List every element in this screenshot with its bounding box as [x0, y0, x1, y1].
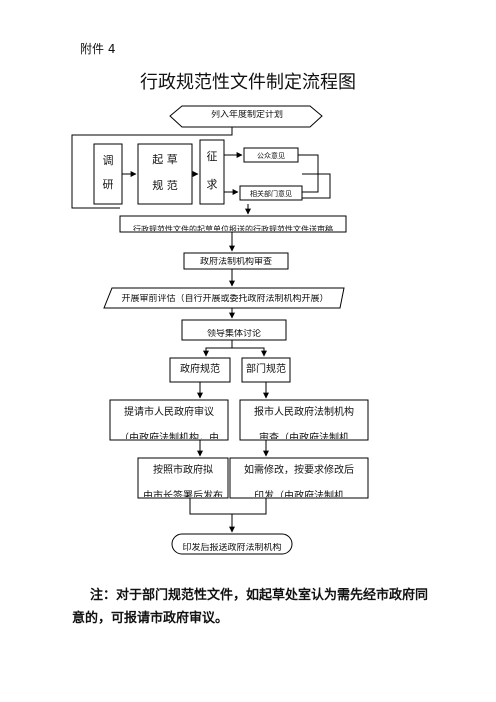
submit-gov-box: [109, 399, 229, 441]
gov-issue-label-1: 按照市政府拟: [153, 465, 213, 476]
collective-box: [181, 319, 287, 341]
revise-label-2: 印发（由政府法制机: [254, 491, 344, 497]
solicit-label-1: 征: [206, 150, 218, 163]
dept-opinion-label: 相关部门意见: [250, 190, 292, 198]
submit-gov-label-2: （由政府法制机构，由: [119, 433, 219, 439]
submit-legal-agency-label-2: 审查（由政府法制机: [259, 433, 349, 439]
gov-rule-label: 政府规范: [180, 364, 220, 375]
loop-frame: [71, 127, 233, 209]
record-box: [171, 533, 293, 555]
draft-label-2: 规 范: [152, 180, 178, 192]
submit-legal-box: [119, 215, 347, 233]
submit-legal-label: 行政规范性文件的起草单位报送的行政规范性文件送审稿: [133, 225, 333, 231]
research-label-2: 研: [102, 178, 114, 191]
dept-opinion-box: [239, 185, 303, 201]
public-opinion-label: 公众意见: [257, 152, 285, 160]
draft-box: [137, 143, 193, 205]
solicit-box: [199, 139, 225, 205]
assessment-label: 开展审前评估（自行开展或委托政府法制机构开展）: [121, 294, 329, 304]
submit-gov-label-1: 提请市人民政府审议: [124, 407, 214, 418]
revise-box: [229, 457, 369, 499]
draft-label-1: 起 草: [152, 154, 178, 166]
gov-issue-box: [137, 457, 229, 499]
solicit-label-2: 求: [206, 178, 218, 191]
dept-rule-label: 部门规范: [246, 364, 286, 375]
legal-review-label: 政府法制机构审查: [199, 257, 272, 267]
collective-label: 领导集体讨论: [206, 329, 261, 338]
gov-issue-label-2: 由市长签署后发布: [143, 491, 223, 497]
attachment-label: 附件 4: [80, 42, 116, 56]
legal-review-box: [183, 252, 289, 270]
submit-legal-agency-label-1: 报市人民政府法制机构: [254, 407, 354, 418]
assessment-box: [103, 287, 345, 309]
footnote: 注：对于部门规范性文件，如起草处室认为需先经市政府同意的，可报请市政府审议。: [72, 588, 429, 626]
submit-legal-agency-box: [239, 399, 369, 441]
plan-label: 列入年度制定计划: [210, 110, 283, 120]
record-label: 印发后报送政府法制机构: [182, 543, 282, 552]
plan-node: [169, 105, 323, 128]
page-title: 行政规范性文件制定流程图: [140, 72, 356, 93]
revise-label-1: 如需修改，按要求修改后: [244, 465, 354, 476]
research-label-1: 调: [102, 154, 114, 167]
